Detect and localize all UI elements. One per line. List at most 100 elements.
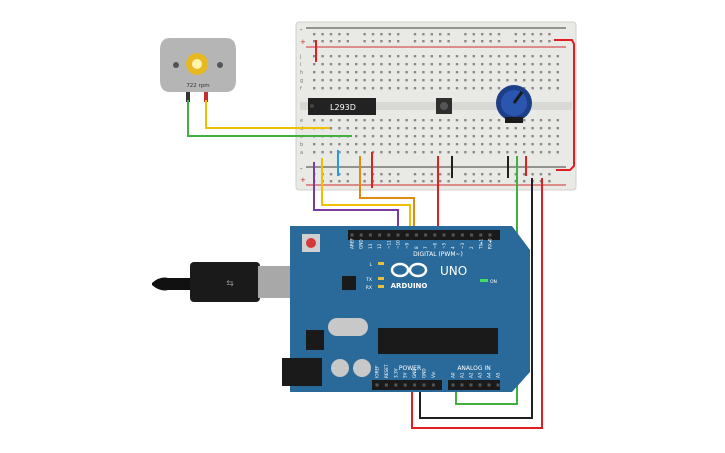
driver-ic-label: L293D <box>330 103 356 112</box>
header-pin[interactable] <box>451 383 455 387</box>
rail-hole <box>464 40 467 43</box>
rail-hole <box>346 33 349 36</box>
breadboard-hole <box>447 135 450 138</box>
breadboard-hole <box>388 79 391 82</box>
header-pin[interactable] <box>469 383 473 387</box>
breadboard-hole <box>363 151 366 154</box>
breadboard-hole <box>439 79 442 82</box>
header-pin[interactable] <box>414 233 418 237</box>
header-pin[interactable] <box>487 383 491 387</box>
breadboard-hole <box>422 87 425 90</box>
breadboard-hole <box>422 55 425 58</box>
rail-hole <box>539 40 543 43</box>
breadboard-hole <box>506 135 509 138</box>
breadboard-hole <box>497 63 501 66</box>
rail-hole <box>346 173 349 176</box>
header-pin[interactable] <box>375 383 379 387</box>
breadboard-hole <box>539 55 543 58</box>
pin-label: GND <box>422 368 427 378</box>
dc-motor[interactable]: 722 rpm <box>160 38 236 102</box>
breadboard-hole <box>472 55 475 58</box>
breadboard-hole <box>497 151 501 154</box>
breadboard-hole <box>531 119 534 122</box>
rail-hole <box>531 40 534 43</box>
breadboard-hole <box>548 151 551 154</box>
status-leds: L TX RX ON <box>365 262 497 291</box>
header-pin[interactable] <box>387 233 391 237</box>
header-pin[interactable] <box>460 383 464 387</box>
breadboard-hole <box>397 79 400 82</box>
rail-hole <box>363 33 366 36</box>
breadboard-hole <box>531 55 534 58</box>
breadboard-hole <box>321 151 324 154</box>
power-jack[interactable] <box>282 358 322 386</box>
rail-hole <box>531 33 534 36</box>
breadboard-hole <box>338 127 341 130</box>
header-pin[interactable] <box>424 233 428 237</box>
rail-hole <box>380 180 383 183</box>
header-pin[interactable] <box>451 233 455 237</box>
breadboard-hole <box>514 55 517 58</box>
header-pin[interactable] <box>394 383 398 387</box>
header-pin[interactable] <box>479 233 483 237</box>
breadboard-hole <box>380 143 383 146</box>
header-pin[interactable] <box>478 383 482 387</box>
breadboard-hole <box>338 143 341 146</box>
breadboard-hole <box>346 87 349 90</box>
breadboard-hole <box>455 151 459 154</box>
wire-motor-yellow <box>205 100 330 129</box>
rail-hole <box>514 33 517 36</box>
rail-hole <box>329 180 333 183</box>
header-pin[interactable] <box>442 233 446 237</box>
breadboard-hole <box>447 127 450 130</box>
rail-plus-label-top: + <box>300 38 306 46</box>
potentiometer-icon[interactable] <box>496 85 532 123</box>
header-pin[interactable] <box>488 233 492 237</box>
header-pin[interactable] <box>460 233 464 237</box>
breadboard-hole <box>380 135 383 138</box>
pin-label: A0 <box>451 372 456 378</box>
breadboard-hole <box>556 127 559 130</box>
breadboard-hole <box>539 135 543 138</box>
breadboard-hole <box>548 71 551 74</box>
header-pin[interactable] <box>350 233 354 237</box>
breadboard-hole <box>313 79 316 82</box>
breadboard-hole <box>371 135 375 138</box>
header-pin[interactable] <box>403 383 407 387</box>
rail-hole <box>472 40 475 43</box>
breadboard-hole <box>405 55 408 58</box>
breadboard-hole <box>329 87 333 90</box>
breadboard-hole <box>388 87 391 90</box>
breadboard-hole <box>539 151 543 154</box>
rail-hole <box>539 33 543 36</box>
header-pin[interactable] <box>368 233 372 237</box>
header-pin[interactable] <box>396 233 400 237</box>
reset-button-icon[interactable] <box>302 234 320 252</box>
header-pin[interactable] <box>422 383 426 387</box>
header-pin[interactable] <box>384 383 388 387</box>
breadboard-holes <box>313 33 559 183</box>
breadboard-hole <box>447 63 450 66</box>
driver-ic[interactable]: L293D <box>308 98 376 115</box>
header-pin[interactable] <box>405 233 409 237</box>
push-button-icon[interactable] <box>436 98 452 114</box>
breadboard-hole <box>523 135 526 138</box>
header-pin[interactable] <box>378 233 382 237</box>
header-pin[interactable] <box>470 233 474 237</box>
header-pin[interactable] <box>413 383 417 387</box>
header-pin[interactable] <box>433 233 437 237</box>
rail-hole <box>313 40 316 43</box>
breadboard-hole <box>346 63 349 66</box>
breadboard-hole <box>481 143 484 146</box>
header-pin[interactable] <box>496 383 500 387</box>
rail-hole <box>413 33 417 36</box>
header-pin[interactable] <box>431 383 435 387</box>
rail-hole <box>523 40 526 43</box>
header-pin[interactable] <box>359 233 363 237</box>
capacitor-1 <box>331 359 349 377</box>
rail-hole <box>447 173 450 176</box>
breadboard-hole <box>422 71 425 74</box>
breadboard-hole <box>497 119 501 122</box>
breadboard-hole <box>523 151 526 154</box>
